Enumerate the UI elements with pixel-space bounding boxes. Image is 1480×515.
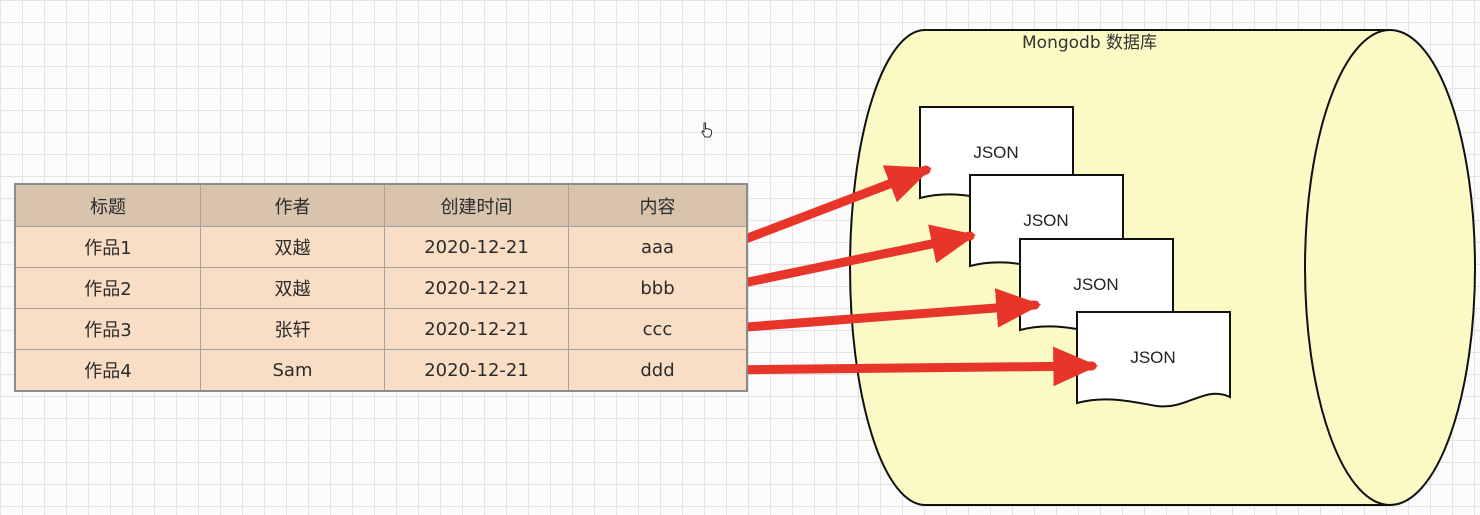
cell-created-time: 2020-12-21	[384, 226, 569, 268]
column-header-created-time: 创建时间	[384, 183, 569, 227]
cell-title: 作品4	[14, 349, 201, 392]
table-row: 作品1 双越 2020-12-21 aaa	[14, 226, 748, 268]
cell-author: 张轩	[200, 308, 385, 350]
column-header-title: 标题	[14, 183, 201, 227]
mapping-arrow	[719, 224, 977, 292]
document-label: JSON	[973, 143, 1018, 162]
document-shape	[1076, 311, 1231, 408]
table-row: 作品4 Sam 2020-12-21 ddd	[14, 349, 748, 392]
document-label: JSON	[1130, 348, 1175, 367]
document-label: JSON	[1023, 211, 1068, 230]
cell-author: 双越	[200, 267, 385, 309]
mapping-arrow	[722, 165, 932, 251]
cell-author: Sam	[200, 349, 385, 392]
cell-author: 双越	[200, 226, 385, 268]
cell-content: ddd	[568, 349, 748, 392]
cell-content: bbb	[568, 267, 748, 309]
column-header-content: 内容	[568, 183, 748, 227]
cell-title: 作品2	[14, 267, 201, 309]
relational-table: 标题 作者 创建时间 内容 作品1 双越 2020-12-21 aaa 作品2 …	[14, 183, 748, 392]
json-document: JSON	[1076, 311, 1231, 408]
cylinder-end-cap	[1304, 29, 1476, 506]
document-label: JSON	[1073, 275, 1118, 294]
table-header-row: 标题 作者 创建时间 内容	[14, 183, 748, 227]
hand-cursor-icon	[701, 122, 712, 138]
table-row: 作品2 双越 2020-12-21 bbb	[14, 267, 748, 309]
mapping-arrow	[713, 346, 1099, 387]
mapping-arrow	[715, 288, 1042, 334]
table-row: 作品3 张轩 2020-12-21 ccc	[14, 308, 748, 350]
database-title: Mongodb 数据库	[1022, 33, 1157, 53]
cell-created-time: 2020-12-21	[384, 267, 569, 309]
column-header-author: 作者	[200, 183, 385, 227]
cell-content: ccc	[568, 308, 748, 350]
cell-created-time: 2020-12-21	[384, 349, 569, 392]
cell-created-time: 2020-12-21	[384, 308, 569, 350]
cell-title: 作品3	[14, 308, 201, 350]
cell-title: 作品1	[14, 226, 201, 268]
cell-content: aaa	[568, 226, 748, 268]
